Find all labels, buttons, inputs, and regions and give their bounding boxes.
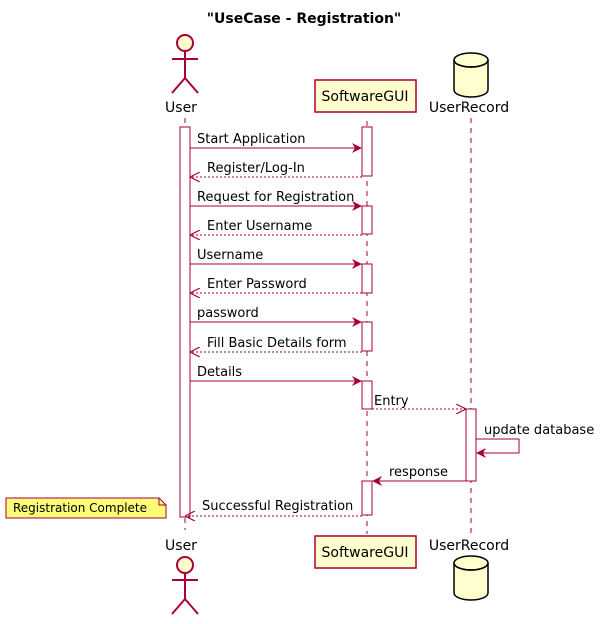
participant-label-gui: SoftwareGUI [322,89,409,105]
gui-activation-2 [361,205,373,235]
participant-gui-top: SoftwareGUI [314,79,417,113]
message-label: response [389,465,448,480]
gui-activation-5 [361,380,373,410]
message-label: Enter Username [207,219,312,234]
participant-db-bottom: UserRecord [429,538,509,601]
note-text: Registration Complete [13,501,147,515]
message-label: Successful Registration [202,499,353,514]
message-label: Fill Basic Details form [207,336,347,351]
participant-label-gui: SoftwareGUI [322,545,409,561]
participant-label-user: User [165,100,197,116]
diagram-title: "UseCase - Registration" [207,11,401,27]
message-arrow [476,438,520,458]
participant-db-top: UserRecord [429,52,509,116]
gui-activation-1 [361,126,373,177]
message-label: Entry [374,394,409,409]
gui-activation-4 [361,321,373,352]
message-label: Register/Log-In [207,161,305,176]
participant-label-user: User [165,538,197,554]
database-icon [453,555,489,601]
participant-user-bottom: User [165,538,199,615]
message-label: Enter Password [207,277,307,292]
message-label: update database [484,423,594,438]
user-activation [179,126,191,518]
message-label: Request for Registration [197,190,354,205]
message-label: Details [197,365,242,380]
actor-icon [171,34,199,94]
actor-icon [171,556,199,615]
message-label: Start Application [197,132,306,147]
messages: Start Application Register/Log-In Reques… [186,132,594,516]
gui-activation-6 [361,480,373,516]
participant-label-db: UserRecord [429,538,509,554]
message-label: Username [197,248,263,263]
participant-label-db: UserRecord [429,100,509,116]
participant-user-top: User [165,34,199,116]
participant-gui-bottom: SoftwareGUI [314,535,417,569]
gui-activation-3 [361,263,373,294]
message-label: password [197,306,259,321]
database-icon [453,52,489,98]
db-activation [465,408,477,482]
note: Registration Complete [5,497,167,519]
